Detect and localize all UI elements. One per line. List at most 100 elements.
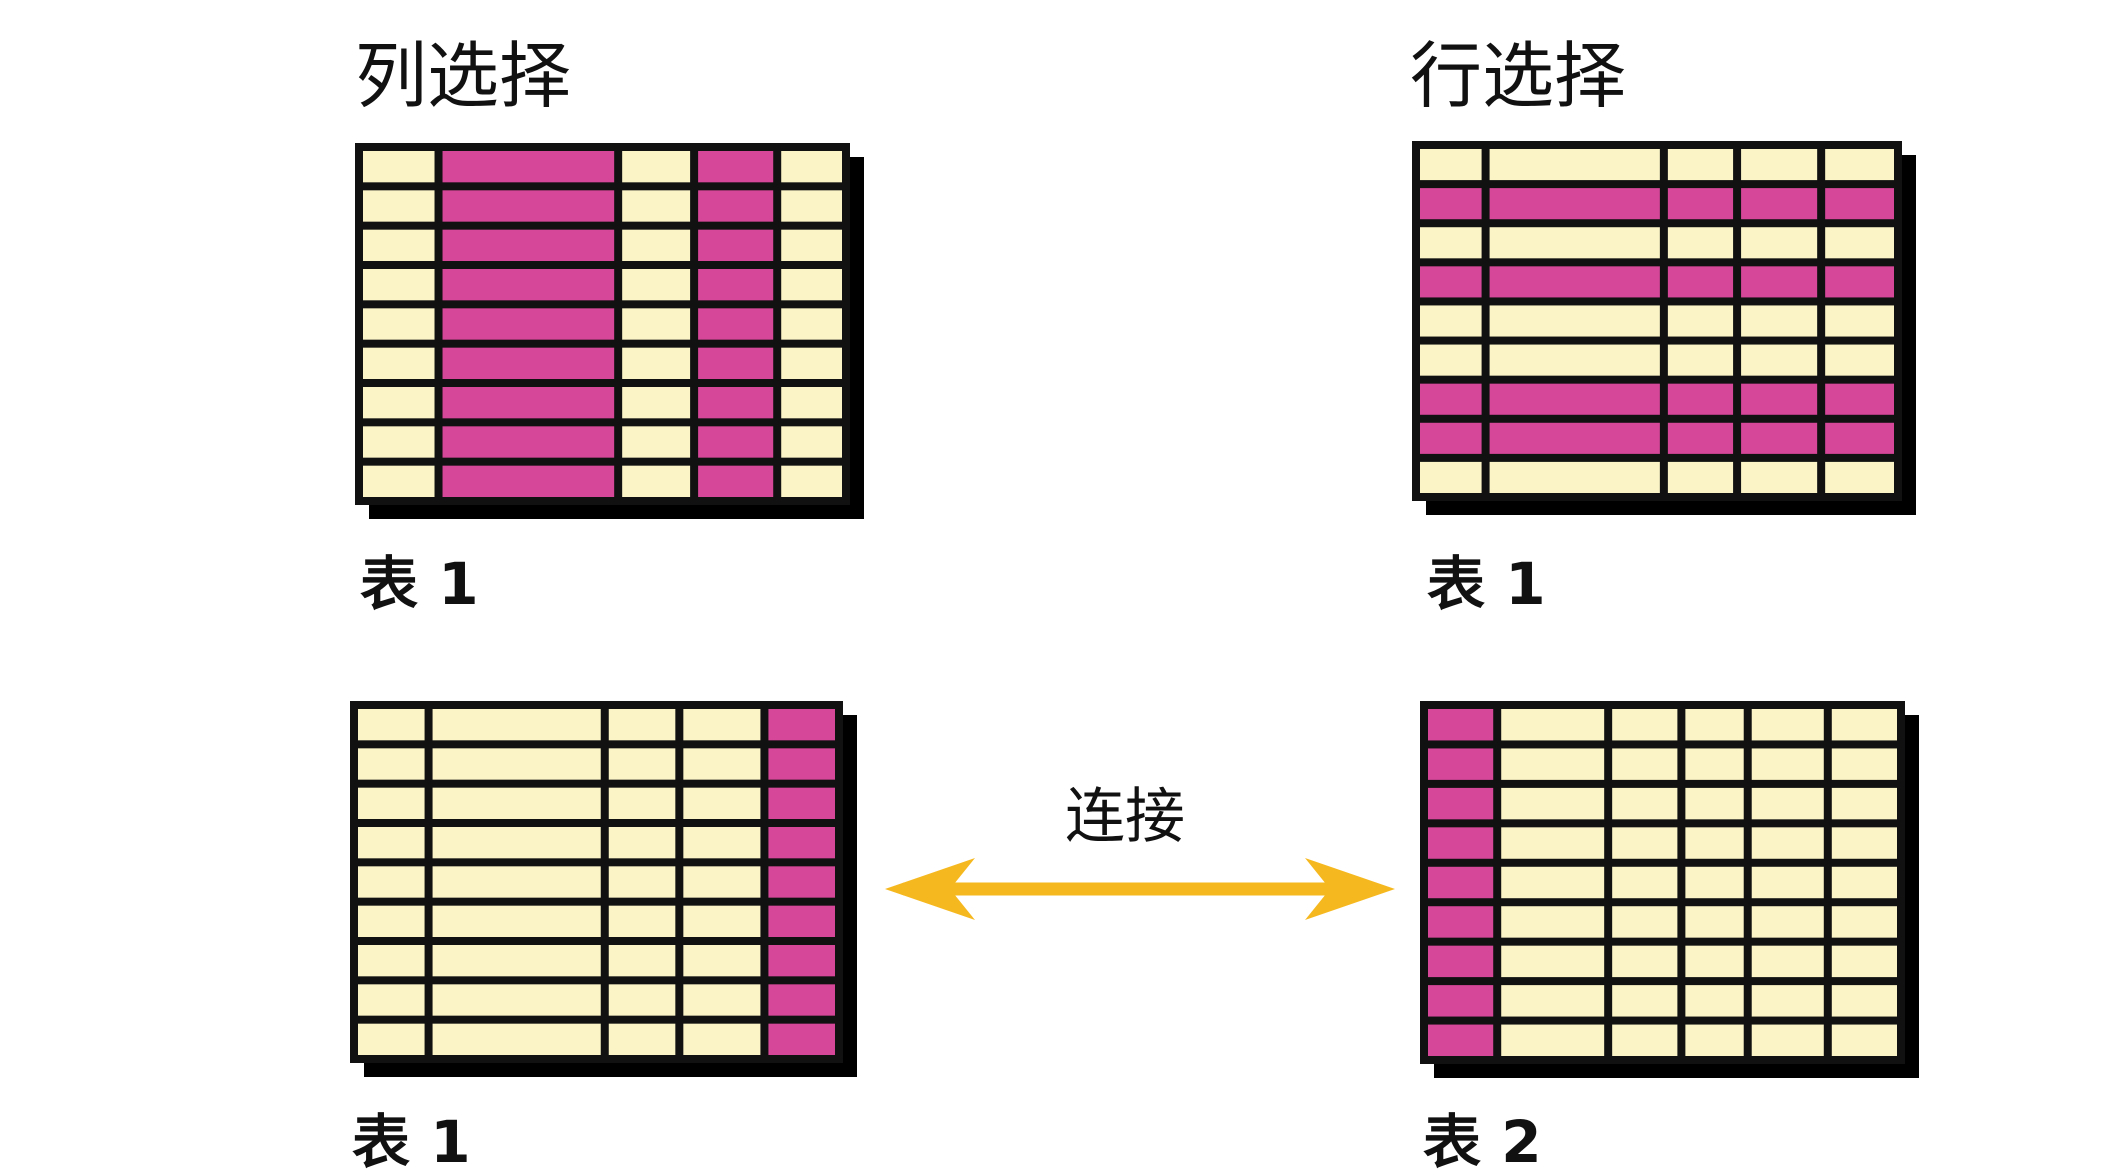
table-cell [1420, 461, 1482, 493]
table-cell [622, 151, 691, 183]
table-cell [363, 387, 435, 419]
highlighted-cell [698, 190, 774, 222]
table-cell [363, 347, 435, 379]
table-cell [608, 787, 676, 819]
row-selection-caption: 表 1 [1427, 550, 1546, 618]
table-cell [781, 269, 842, 301]
table-cell [1751, 906, 1824, 938]
table-cell [358, 984, 425, 1016]
table-cell [432, 945, 601, 977]
table-cell [1667, 305, 1734, 337]
table-cell [432, 1023, 601, 1055]
row-selection-table [1412, 141, 1916, 515]
table-cell [1667, 461, 1734, 493]
highlighted-cell [442, 151, 615, 183]
table-cell [781, 465, 842, 497]
table-cell [683, 945, 761, 977]
table-cell [1741, 227, 1818, 259]
table-cell [1685, 827, 1744, 859]
highlighted-cell [768, 827, 835, 859]
highlighted-cell [1741, 383, 1818, 415]
table-cell [1825, 149, 1894, 181]
highlighted-cell [442, 426, 615, 458]
table-cell [622, 308, 691, 340]
table-cell [432, 866, 601, 898]
table-cell [608, 945, 676, 977]
highlighted-cell [698, 347, 774, 379]
table-cell [622, 190, 691, 222]
highlighted-cell [698, 151, 774, 183]
table-cell [1612, 945, 1678, 978]
table-cell [1685, 748, 1744, 780]
table-cell [1501, 1024, 1605, 1056]
highlighted-cell [1825, 266, 1894, 298]
highlighted-cell [698, 229, 774, 261]
table-cell [1612, 985, 1678, 1017]
table-cell [432, 748, 601, 780]
column-selection-table [355, 143, 864, 519]
table-cell [608, 984, 676, 1016]
table-cell [1501, 866, 1605, 899]
table-cell [608, 709, 676, 741]
table-cell [358, 827, 425, 859]
table-cell [683, 748, 761, 780]
table-cell [1825, 227, 1894, 259]
highlighted-cell [442, 229, 615, 261]
table-cell [363, 269, 435, 301]
column-selection-heading: 列选择 [355, 34, 572, 118]
table-cell [1612, 866, 1678, 899]
table-cell [1685, 985, 1744, 1017]
highlighted-cell [698, 387, 774, 419]
table-cell [781, 229, 842, 261]
table-cell [781, 347, 842, 379]
table-cell [1751, 748, 1824, 780]
table-cell [363, 190, 435, 222]
highlighted-cell [1420, 266, 1482, 298]
column-selection-caption: 表 1 [360, 550, 479, 618]
table-cell [1751, 787, 1824, 820]
table-cell [1501, 945, 1605, 978]
table-cell [1825, 461, 1894, 493]
table-cell [683, 827, 761, 859]
table-cell [1831, 709, 1897, 741]
table-cell [1489, 461, 1660, 493]
highlighted-cell [442, 347, 615, 379]
table-cell [1420, 149, 1482, 181]
table-cell [1741, 149, 1818, 181]
table-cell [1612, 709, 1678, 741]
highlighted-cell [442, 269, 615, 301]
table-cell [781, 190, 842, 222]
highlighted-cell [768, 866, 835, 898]
highlighted-cell [698, 269, 774, 301]
table-cell [1831, 906, 1897, 938]
table-cell [622, 426, 691, 458]
table-cell [1741, 305, 1818, 337]
highlighted-cell [698, 426, 774, 458]
table-cell [432, 984, 601, 1016]
table-cell [608, 866, 676, 898]
table-cell [358, 905, 425, 937]
table-cell [683, 905, 761, 937]
highlighted-cell [768, 1023, 835, 1055]
table-cell [358, 787, 425, 819]
table-cell [622, 229, 691, 261]
table-cell [1831, 748, 1897, 780]
table-cell [358, 866, 425, 898]
highlighted-cell [1667, 383, 1734, 415]
table-cell [1501, 787, 1605, 820]
highlighted-cell [1428, 866, 1494, 899]
table-cell [1831, 827, 1897, 859]
highlighted-cell [442, 190, 615, 222]
table-cell [1751, 945, 1824, 978]
table-cell [781, 426, 842, 458]
highlighted-cell [1428, 709, 1494, 741]
table-cell [358, 1023, 425, 1055]
highlighted-cell [698, 465, 774, 497]
highlighted-cell [1420, 383, 1482, 415]
table-cell [1612, 906, 1678, 938]
table-cell [1741, 344, 1818, 376]
table-cell [1501, 709, 1605, 741]
table-cell [1685, 866, 1744, 899]
